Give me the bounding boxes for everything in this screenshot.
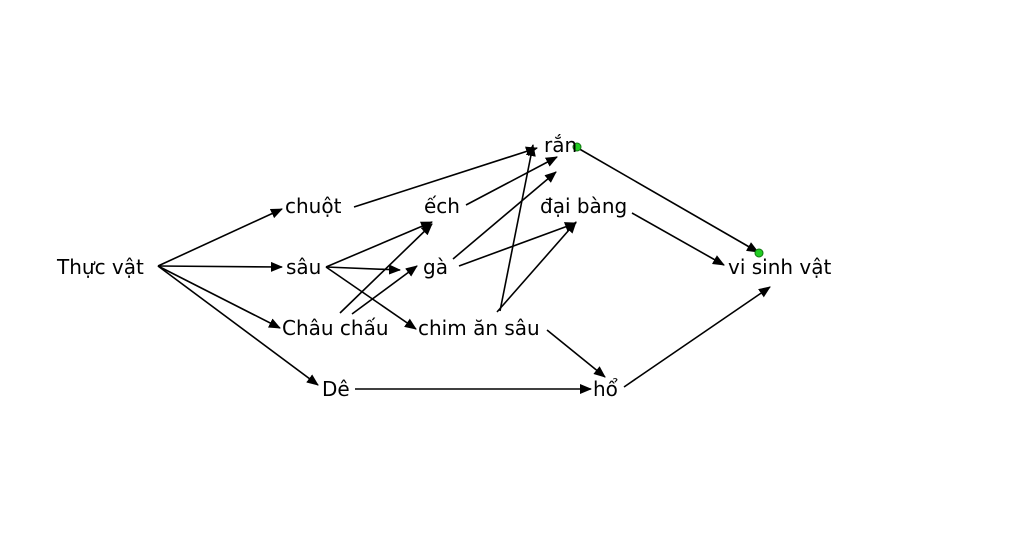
node-de: Dê xyxy=(322,377,350,401)
edge-dai-bang-to-vi-sinh-vat xyxy=(631,212,725,266)
edge-sau-to-ech xyxy=(325,221,433,268)
edge-ga-to-ran xyxy=(452,171,557,260)
node-vi-sinh-vat: vi sinh vật xyxy=(728,255,832,279)
node-chuot: chuột xyxy=(285,194,342,218)
edge-ran-to-vi-sinh-vat xyxy=(575,146,759,253)
node-chau-chau: Châu chấu xyxy=(282,316,389,340)
edge-chim-an-sau-to-ran xyxy=(499,144,536,312)
selection-handle-end[interactable] xyxy=(754,248,764,258)
node-sau: sâu xyxy=(286,255,322,279)
edge-ga-to-dai-bang xyxy=(458,222,577,267)
edge-group xyxy=(157,144,771,394)
node-ho: hổ xyxy=(593,377,618,401)
edge-ho-to-vi-sinh-vat xyxy=(623,286,771,388)
edge-thuc-vat-to-sau xyxy=(157,261,283,272)
node-thuc-vat: Thực vật xyxy=(57,255,144,279)
edge-chim-an-sau-to-dai-bang xyxy=(496,221,577,313)
edge-thuc-vat-to-chau-chau xyxy=(157,265,281,329)
node-ran: rắn xyxy=(544,133,578,157)
edge-thuc-vat-to-de xyxy=(157,265,319,386)
edge-sau-to-chim-an-sau xyxy=(325,266,417,330)
node-ech: ếch xyxy=(424,194,460,218)
selection-handle-start[interactable] xyxy=(572,142,582,152)
edge-thuc-vat-to-chuot xyxy=(157,208,283,267)
node-ga: gà xyxy=(423,255,448,279)
node-chim-an-sau: chim ăn sâu xyxy=(418,316,540,340)
node-dai-bang: đại bàng xyxy=(540,194,628,218)
edge-chau-chau-to-ech xyxy=(339,223,433,314)
edge-chau-chau-to-ga xyxy=(351,265,418,315)
edge-chuot-to-ran xyxy=(353,146,538,208)
edge-ech-to-ran xyxy=(465,156,558,206)
edge-chim-an-sau-to-ho xyxy=(546,329,606,378)
edge-sau-to-ga xyxy=(325,264,401,275)
